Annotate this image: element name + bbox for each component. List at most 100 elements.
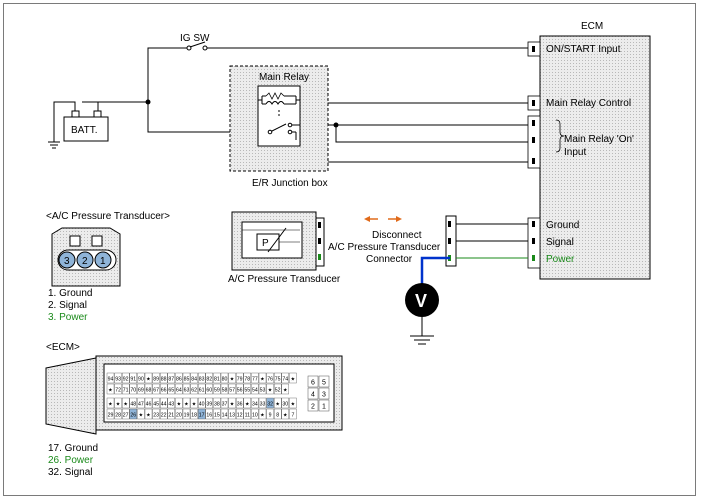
ecm-pin-cell [167,397,176,409]
ecm-pin-number: ★ [283,413,288,419]
ecm-pin-cell [228,372,236,384]
ecm-pin-number: 86 [176,377,182,383]
ecm-pin-cell [213,397,221,409]
transducer-header: <A/C Pressure Transducer> [46,211,170,222]
ecm-legend-2: 26. Power [48,455,94,466]
ecm-pin-number: 58 [222,388,228,394]
ecm-pin-number: 62 [191,388,197,394]
ecm-pin-number: 9 [269,413,272,419]
ecm-pin-number: 40 [199,402,205,408]
ecm-pin-number: 84 [191,377,197,383]
ecm-pin-cell [205,383,214,395]
ecm-pin-number: ★ [108,402,113,408]
ecm-pin-cell [289,397,297,409]
ig-sw-label: IG SW [180,33,210,44]
ecm-side-pin-number: 1 [322,404,326,411]
ecm-pin-number: 33 [260,402,266,408]
ecm-pin-cell [243,408,252,420]
ecm-pin-cell [167,372,176,384]
ecm-pin-cell [129,408,138,420]
ecm-pin-cell [129,372,138,384]
ecm-side-pin-number: 6 [311,380,315,387]
ecm-pin-cell [228,397,236,409]
ecm-pin-number: 93 [115,377,121,383]
ecm-pin-cell [182,383,191,395]
main-relay-label: Main Relay [259,72,309,83]
ecm-pin-cell [190,408,198,420]
ecm-pin-number: 94 [108,377,114,383]
ecm-pin-number: 8 [276,413,279,419]
ecm-pin-cell [182,372,191,384]
ecm-pin-number: 11 [245,413,250,419]
ecm-pin-cell [106,372,115,384]
disconnect-line-2: A/C Pressure Transducer [328,242,441,253]
ecm-pin-cell [220,383,229,395]
ecm-pin-number: 12 [237,413,243,419]
voltmeter: V [405,256,450,345]
ecm-pin-number: 34 [252,402,258,408]
ecm-pin-number: 21 [168,413,174,419]
ecm-pin-cell [159,383,168,395]
ecm-pin-cell [243,372,252,384]
transducer-pin-1: 1 [100,256,106,267]
junction-box: Main Relay E/R Junction box [229,65,329,189]
ecm-pin-number: 63 [184,388,190,394]
ecm-pin-number: 18 [191,413,197,419]
ecm-pin-cell [258,383,267,395]
ecm-pin-number: 7 [291,413,294,419]
ecm-pin-number: ★ [108,388,113,394]
ecm-pin-number: 61 [199,388,205,394]
ecm-pin-cell [258,397,267,409]
ecm-pin-cell [274,383,282,395]
disconnect-line-3: Connector [366,254,413,265]
ecm-title: ECM [581,21,603,32]
ecm-pin-number: 60 [206,388,212,394]
ecm-pin-cell [175,372,183,384]
ecm-pin-cell [114,408,122,420]
ecm-pin-cell [182,397,191,409]
ecm-pin-cell [258,372,267,384]
ecm-pin-number: 89 [153,377,159,383]
ecm-legend-3: 32. Signal [48,467,92,478]
ecm-pin-cell [251,372,259,384]
ecm-pin-cell [159,397,168,409]
ecm-pin-number: 39 [206,402,212,408]
ecm-pin-cell [137,383,145,395]
ecm-pin-number: 16 [206,413,212,419]
voltmeter-symbol: V [415,291,427,311]
ecm-pin-cell [175,383,183,395]
ig-switch: IG SW [180,33,210,51]
ecm-pin-number: 92 [123,377,129,383]
ecm-pin-number: 17 [199,413,205,419]
ecm-pin-cell [190,372,198,384]
ecm-pin-cell [114,372,122,384]
ecm-pin-number: 85 [184,377,190,383]
ecm-pin-cell [190,397,198,409]
ecm-pin-number: 65 [168,388,174,394]
ecm-pin-cell [175,397,183,409]
ecm-pin-cell [235,383,244,395]
ecm-pin-cell [121,372,130,384]
ecm-pin-number: 13 [229,413,235,419]
ecm-pin-number: ★ [260,413,265,419]
ecm-pin-main-relay-control: Main Relay Control [546,98,631,109]
ecm-pin-number: 81 [214,377,220,383]
ecm-pin-cell [228,408,236,420]
ecm-pin-number: ★ [139,413,144,419]
ecm-pin-number: 66 [161,388,167,394]
transducer-label: A/C Pressure Transducer [228,274,341,285]
ecm-pin-cell [220,408,229,420]
ecm-pin-number: 32 [267,402,273,408]
ecm-pin-number: ★ [116,402,121,408]
ecm-pin-on-start: ON/START Input [546,44,621,55]
ecm-side-pin-number: 2 [311,404,315,411]
ecm-pin-number: 27 [123,413,129,419]
ac-pressure-transducer: P A/C Pressure Transducer [228,211,341,285]
ecm-pin-cell [220,397,229,409]
ecm-pin-number: 26 [130,413,136,419]
ecm-pin-cell [190,383,198,395]
ecm-pin-number: 20 [176,413,182,419]
battery: BATT. [48,101,109,149]
